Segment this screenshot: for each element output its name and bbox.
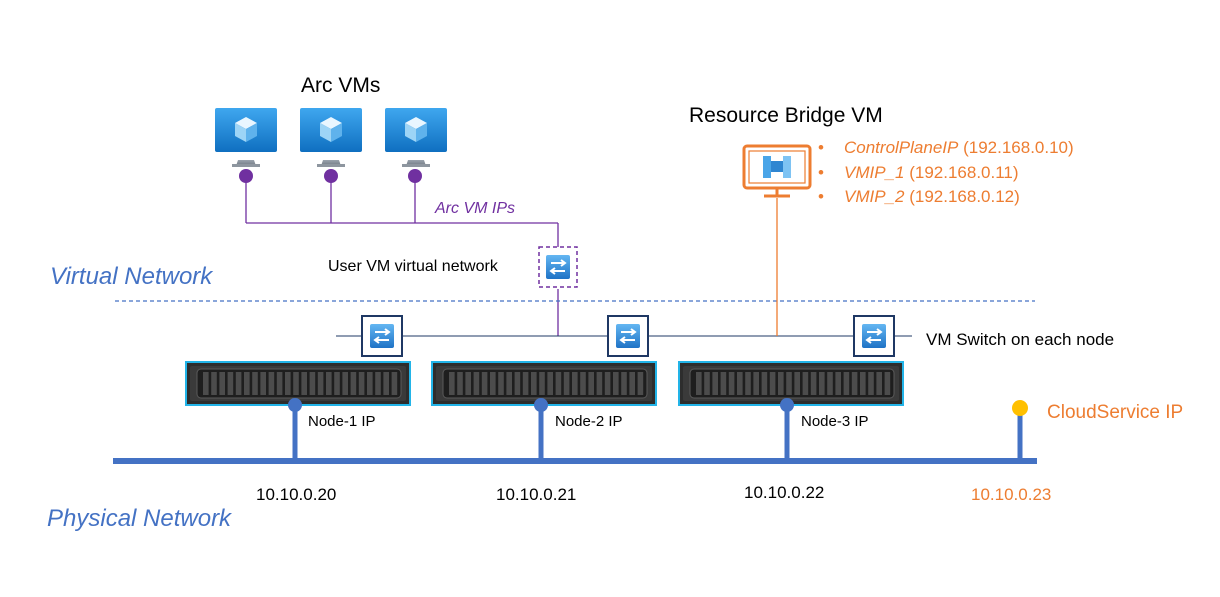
server-rack-icon — [677, 360, 905, 407]
arc-vm-ip-dot — [324, 169, 338, 183]
resource-bridge-ip-item: •VMIP_1 (192.168.0.11) — [818, 162, 1019, 182]
user-vm-network-boundary — [538, 246, 578, 288]
network-switch-icon — [545, 254, 571, 280]
resource-bridge-icon — [742, 144, 812, 198]
node-2-ip: 10.10.0.21 — [496, 485, 577, 504]
node-ip-dot — [288, 398, 302, 412]
cloudservice-ip-label: CloudService IP — [1047, 402, 1184, 423]
ip-name: VMIP_1 — [844, 162, 905, 182]
resource-bridge-title: Resource Bridge VM — [689, 104, 883, 127]
arc-vm-ip-dot — [239, 169, 253, 183]
physical-network-lines — [113, 405, 1037, 464]
resource-bridge-ip-item: •VMIP_2 (192.168.0.12) — [818, 187, 1020, 206]
node-ip-dot — [534, 398, 548, 412]
resource-bridge-ip-item: •ControlPlaneIP (192.168.0.10) — [818, 138, 1074, 157]
cloudservice-ip-value: 10.10.0.23 — [971, 485, 1052, 504]
arc-vms-title: Arc VMs — [301, 74, 381, 97]
node-1-label: Node-1 IP — [308, 413, 376, 430]
arc-vm-ips-label: Arc VM IPs — [435, 200, 516, 217]
physical-network-label: Physical Network — [47, 505, 232, 532]
network-switch-icon — [861, 323, 887, 349]
network-switch-icon — [615, 323, 641, 349]
cloudservice-ip-dot — [1012, 400, 1028, 416]
user-vm-virtual-network-label: User VM virtual network — [328, 258, 498, 275]
ip-value: (192.168.0.11) — [909, 162, 1019, 182]
vm-switches — [361, 315, 895, 357]
monitor-cube-icon — [385, 108, 447, 167]
node-3-label: Node-3 IP — [801, 413, 869, 430]
monitor-cube-icon — [300, 108, 362, 167]
node-1-ip: 10.10.0.20 — [256, 485, 337, 504]
ip-name: ControlPlaneIP — [844, 138, 959, 157]
node-ip-dots — [288, 398, 794, 412]
virtual-network-label: Virtual Network — [50, 263, 213, 290]
ip-name: VMIP_2 — [844, 187, 905, 206]
node-ip-dot — [780, 398, 794, 412]
ip-value: (192.168.0.12) — [909, 187, 1020, 206]
arc-vm-ip-dots — [239, 169, 422, 183]
arc-vm-ip-dot — [408, 169, 422, 183]
resource-bridge-ip-list: •ControlPlaneIP (192.168.0.10) •VMIP_1 (… — [818, 136, 1074, 210]
node-3-ip: 10.10.0.22 — [744, 483, 825, 502]
network-switch-icon — [369, 323, 395, 349]
ip-value: (192.168.0.10) — [963, 138, 1074, 157]
arc-vm-network-lines — [245, 176, 559, 247]
node-2-label: Node-2 IP — [555, 413, 623, 430]
vm-switch-label: VM Switch on each node — [926, 330, 1115, 349]
monitor-cube-icon — [215, 108, 277, 167]
